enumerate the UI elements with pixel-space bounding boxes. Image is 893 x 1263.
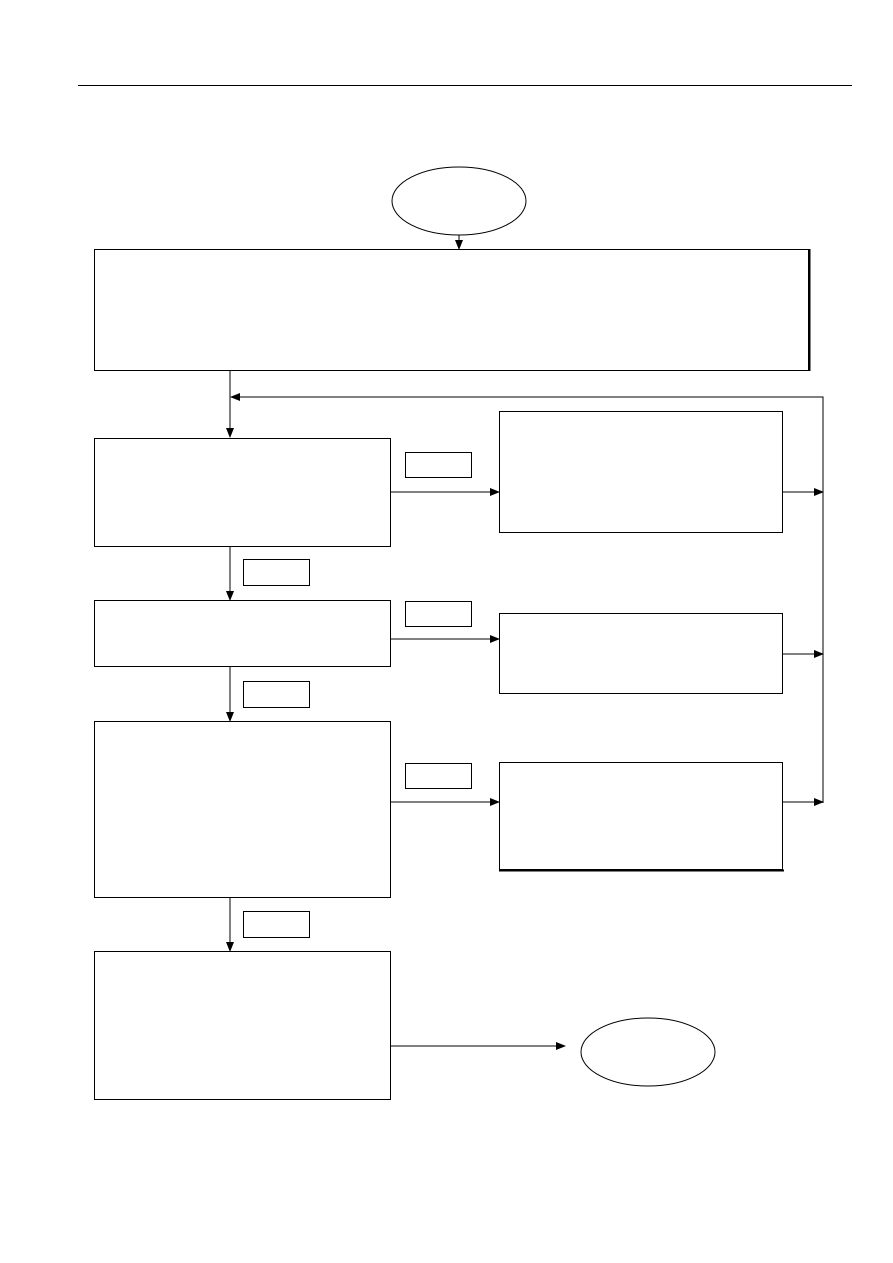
main-step-3 bbox=[94, 600, 391, 667]
condition-tag bbox=[405, 452, 472, 478]
return-loop-connector bbox=[230, 393, 824, 803]
condition-tag bbox=[243, 559, 310, 586]
header-rule bbox=[78, 85, 852, 86]
side-step-2 bbox=[499, 613, 783, 694]
start-terminal bbox=[391, 166, 527, 236]
end-terminal bbox=[580, 1017, 716, 1087]
condition-tag bbox=[405, 763, 472, 789]
main-step-1 bbox=[94, 249, 811, 371]
side-step-1 bbox=[499, 411, 783, 533]
side-step-3 bbox=[499, 762, 784, 872]
condition-tag bbox=[405, 601, 472, 627]
main-step-5 bbox=[94, 951, 391, 1100]
condition-tag bbox=[243, 911, 310, 938]
main-step-2 bbox=[94, 438, 391, 547]
condition-tag bbox=[243, 681, 310, 708]
main-step-4 bbox=[94, 721, 391, 898]
